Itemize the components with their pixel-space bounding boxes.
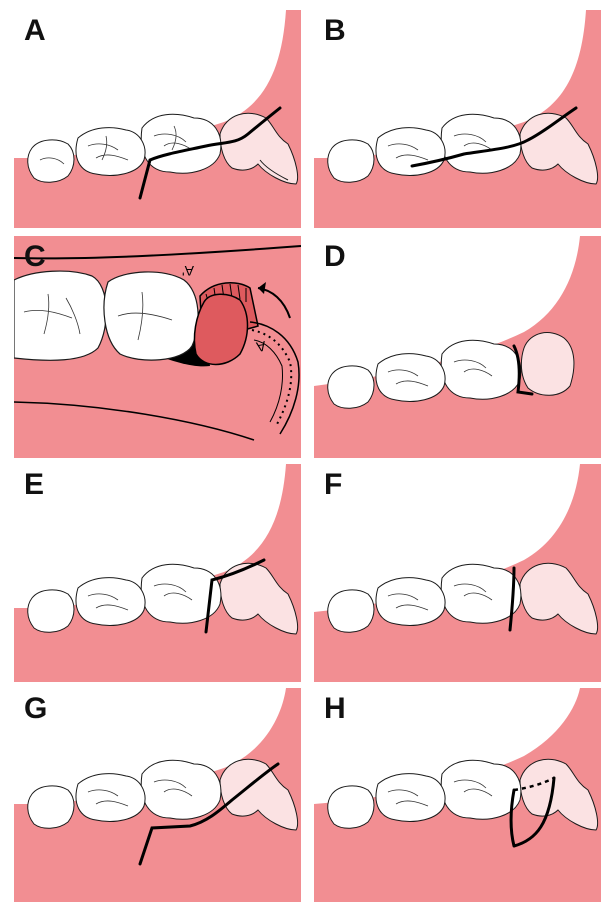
panel-g-illustration [14, 688, 301, 902]
panel-c-illustration: A' A [14, 236, 301, 458]
panel-h-illustration [314, 688, 601, 902]
molars [328, 760, 521, 828]
panel-b: B [314, 10, 601, 228]
panel-a-illustration [14, 10, 301, 228]
molars [28, 564, 221, 632]
label-a-prime: A' [182, 263, 194, 279]
wisdom-flap [194, 294, 247, 364]
panel-f-illustration [314, 464, 601, 682]
wisdom-tooth [521, 333, 574, 396]
panel-c: A' A C [14, 236, 301, 458]
premolar [28, 140, 74, 182]
panel-d: D [314, 236, 601, 458]
panel-d-illustration [314, 236, 601, 458]
panel-label: A [24, 14, 46, 48]
molars [28, 760, 221, 828]
molar-1 [76, 128, 145, 176]
panel-e-illustration [14, 464, 301, 682]
panel-label: F [324, 468, 342, 502]
molars [328, 340, 521, 408]
panel-label: G [24, 692, 47, 726]
molars [328, 564, 521, 632]
panel-label: E [24, 468, 44, 502]
panel-label: D [324, 240, 346, 274]
panel-a: A [14, 10, 301, 228]
panel-g: G [14, 688, 301, 902]
panel-label: B [324, 14, 346, 48]
panel-f: F [314, 464, 601, 682]
panel-label: H [324, 692, 346, 726]
panel-b-illustration [314, 10, 601, 228]
molar-2 [141, 114, 221, 173]
panel-h: H [314, 688, 601, 902]
panel-e: E [14, 464, 301, 682]
panel-label: C [24, 240, 46, 274]
molars [328, 114, 521, 182]
